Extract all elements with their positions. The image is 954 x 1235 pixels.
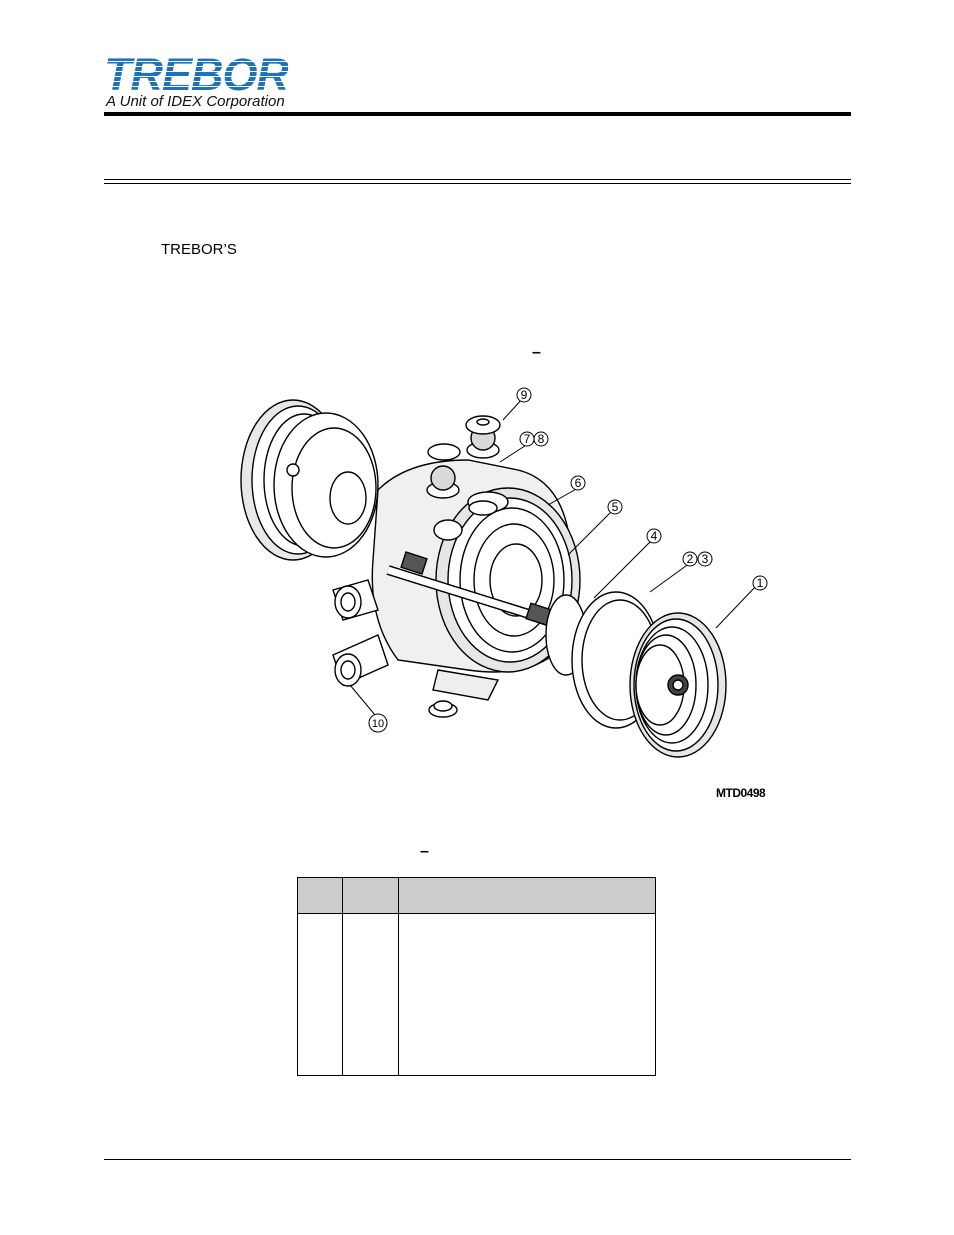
header-rule <box>104 112 851 116</box>
valve-balls <box>426 415 501 499</box>
table-header-row <box>297 877 656 914</box>
pump-exploded-view: 9 7 8 6 5 4 2 3 1 10 <box>240 387 768 758</box>
svg-text:4: 4 <box>651 529 658 543</box>
diaphragm-shaft <box>386 551 553 627</box>
trebor-logo: TREBOR A Unit of IDEX Corporation <box>104 52 304 112</box>
svg-text:8: 8 <box>538 432 545 446</box>
svg-text:2: 2 <box>687 552 694 566</box>
figure-title-dash: – <box>532 344 541 361</box>
callout-7: 7 <box>519 431 535 447</box>
callout-4: 4 <box>646 528 662 544</box>
table-row <box>297 913 656 1076</box>
svg-text:3: 3 <box>702 552 709 566</box>
footer-rule <box>104 1159 851 1160</box>
left-air-cap <box>240 399 379 561</box>
side-fittings <box>332 579 500 718</box>
drawing-code: MTD0498 <box>716 786 766 800</box>
right-air-cap <box>629 612 727 758</box>
svg-text:10: 10 <box>372 718 384 730</box>
table-title-dash: – <box>420 843 429 860</box>
section-rule <box>104 179 851 184</box>
logo-subtitle: A Unit of IDEX Corporation <box>106 93 285 110</box>
column-header <box>297 877 343 914</box>
svg-text:7: 7 <box>524 432 531 446</box>
column-header <box>342 877 399 914</box>
callout-1: 1 <box>752 575 768 591</box>
logo-wordmark: TREBOR <box>104 49 289 100</box>
intro-text: TREBOR’S <box>161 241 237 258</box>
table-cell <box>297 913 343 1076</box>
callout-8: 8 <box>533 431 549 447</box>
svg-text:6: 6 <box>575 476 582 490</box>
table-cell <box>398 913 656 1076</box>
parts-table <box>297 877 656 1076</box>
center-body <box>371 459 581 673</box>
callout-6: 6 <box>570 475 586 491</box>
svg-text:1: 1 <box>757 576 764 590</box>
table-cell <box>342 913 399 1076</box>
callout-leaders <box>349 397 757 716</box>
callout-10: 10 <box>368 713 388 733</box>
callout-9: 9 <box>516 387 532 403</box>
callout-5: 5 <box>607 499 623 515</box>
callout-2: 2 <box>682 551 698 567</box>
callout-3: 3 <box>697 551 713 567</box>
column-header <box>398 877 656 914</box>
svg-text:5: 5 <box>612 500 619 514</box>
svg-text:9: 9 <box>521 388 528 402</box>
